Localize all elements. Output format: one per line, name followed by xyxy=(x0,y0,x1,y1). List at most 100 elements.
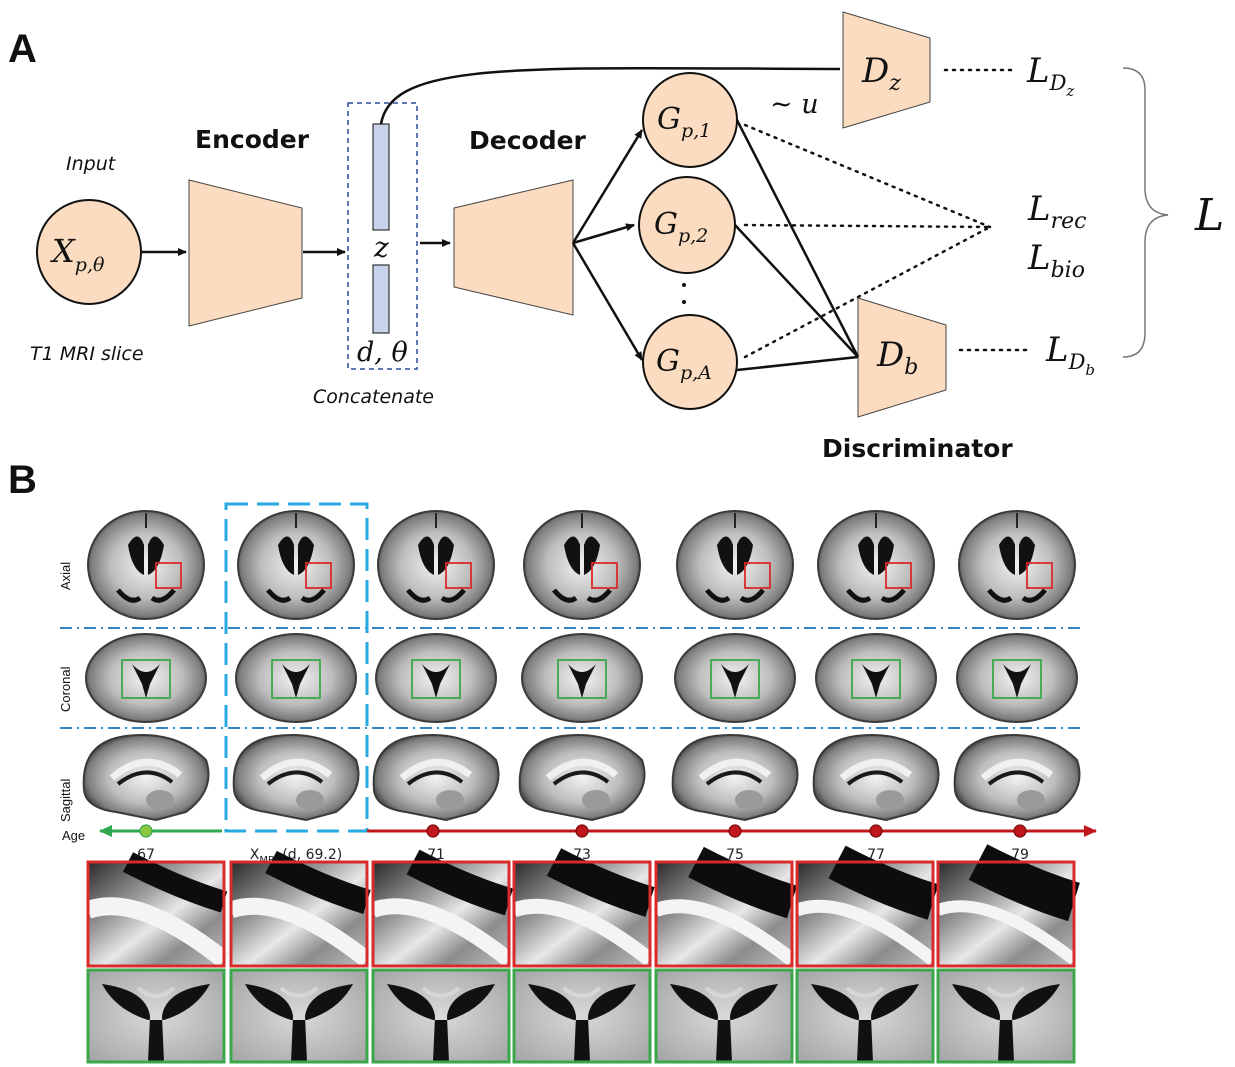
loss-db-label: LDb xyxy=(1045,330,1095,379)
sagittal-slice-2 xyxy=(232,734,360,822)
axial-zoom-2 xyxy=(228,850,373,968)
axial-roi-box-2 xyxy=(305,562,332,589)
svg-text:Gp,2: Gp,2 xyxy=(654,207,708,247)
coronal-slice-2 xyxy=(235,633,357,723)
coronal-zoom-6 xyxy=(795,968,935,1064)
condition-bar xyxy=(372,264,390,334)
discriminator-label: Discriminator xyxy=(822,434,1013,463)
age-point-5 xyxy=(869,824,883,838)
axial-roi-box-4 xyxy=(591,562,618,589)
panel-a-label: A xyxy=(8,27,37,71)
age-points xyxy=(139,824,1027,838)
ga-to-db-line xyxy=(736,355,859,372)
panel-b: B Axial Coronal Sagittal Age 67 XMRI (d,… xyxy=(8,458,1097,1064)
age-axis-label: Age xyxy=(62,828,85,843)
tick-label-75: 75 xyxy=(726,847,744,863)
axial-slice-6 xyxy=(817,510,935,620)
coronal-roi-box-7 xyxy=(992,659,1042,699)
panel-b-label: B xyxy=(8,458,37,502)
axial-roi-box-6 xyxy=(885,562,912,589)
coronal-zoom-3 xyxy=(371,968,511,1064)
prior-label: ~ u xyxy=(770,89,819,120)
coronal-slice-4 xyxy=(521,633,643,723)
axial-zoom-6 xyxy=(794,845,939,968)
input-highlight-box xyxy=(224,502,369,833)
coronal-roi-box-1 xyxy=(121,659,171,699)
sagittal-slice-4 xyxy=(518,734,646,822)
decoder-to-ga-arrow xyxy=(571,242,644,361)
coronal-zoom-1 xyxy=(86,968,226,1064)
concatenate-box xyxy=(347,102,418,370)
axial-zoom-1 xyxy=(84,852,230,968)
g1-to-lrec-dotted xyxy=(743,123,992,229)
sagittal-slice-6 xyxy=(812,734,940,822)
decoder-trapezoid xyxy=(453,179,574,316)
coronal-slice-7 xyxy=(956,633,1078,723)
axial-slice-5 xyxy=(676,510,794,620)
axial-slice-1 xyxy=(87,510,205,620)
age-point-3 xyxy=(575,824,589,838)
coronal-zoom-4 xyxy=(512,968,652,1064)
coronal-slice-5 xyxy=(674,633,796,723)
generator-node-1: Gp,1 xyxy=(642,72,738,168)
sagittal-slice-1 xyxy=(82,734,210,822)
concatenate-label: Concatenate xyxy=(313,386,434,408)
axial-slice-2 xyxy=(237,510,355,620)
panel-a: A Input Xp,θ T1 MRI slice Encoder z d, θ… xyxy=(8,11,1224,463)
input-label: Input xyxy=(66,153,117,175)
latent-z-bar xyxy=(372,123,390,231)
coronal-roi-box-4 xyxy=(557,659,607,699)
axial-roi-box-1 xyxy=(155,562,182,589)
loss-rec-label: Lrec xyxy=(1027,189,1086,234)
coronal-roi-box-6 xyxy=(851,659,901,699)
total-loss-label: L xyxy=(1194,190,1224,241)
axial-roi-box-3 xyxy=(445,562,472,589)
dz-trapezoid xyxy=(842,11,931,129)
axial-roi-box-7 xyxy=(1026,562,1053,589)
axial-roi-box-5 xyxy=(744,562,771,589)
encoder-trapezoid xyxy=(188,179,303,327)
decoder-to-g2-arrow xyxy=(572,223,635,245)
axial-zoom-4 xyxy=(511,848,655,968)
latent-to-dz-curve xyxy=(379,66,841,125)
loss-brace xyxy=(1122,67,1169,358)
coronal-zoom-5 xyxy=(654,968,794,1064)
axial-zoom-7 xyxy=(935,844,1080,968)
g2-to-db-line xyxy=(734,224,859,358)
axial-slice-3 xyxy=(377,510,495,620)
row-label-sagittal: Sagittal xyxy=(58,779,73,822)
dz-label: Dz xyxy=(861,51,901,96)
db-label: Db xyxy=(876,335,918,380)
axial-slice-4 xyxy=(523,510,641,620)
loss-bio-label: Lbio xyxy=(1027,238,1085,283)
g2-to-lrec-dotted xyxy=(743,223,992,229)
latent-z-label: z xyxy=(373,231,389,264)
condition-label: d, θ xyxy=(357,337,408,368)
coronal-slice-1 xyxy=(85,633,207,723)
g1-to-db-line xyxy=(735,119,860,358)
sagittal-slice-5 xyxy=(671,734,799,822)
generator-node-a: Gp,A xyxy=(642,314,738,410)
age-point-4 xyxy=(728,824,742,838)
axial-slice-7 xyxy=(958,510,1076,620)
zoom-grid xyxy=(84,844,1080,1064)
sagittal-slice-7 xyxy=(953,734,1081,822)
input-caption: T1 MRI slice xyxy=(30,343,144,365)
axial-zoom-3 xyxy=(370,849,514,968)
coronal-zoom-7 xyxy=(936,968,1076,1064)
age-point-2 xyxy=(426,824,440,838)
coronal-roi-box-2 xyxy=(271,659,321,699)
input-node-label: Xp,θ xyxy=(49,232,105,276)
ga-to-lrec-dotted xyxy=(743,225,992,359)
coronal-zoom-2 xyxy=(229,968,369,1064)
coronal-roi-box-3 xyxy=(411,659,461,699)
row-label-axial: Axial xyxy=(58,562,73,590)
slice-grid xyxy=(82,510,1081,822)
coronal-slice-6 xyxy=(815,633,937,723)
encoder-label: Encoder xyxy=(195,125,310,154)
generator-node-2: Gp,2 xyxy=(638,176,736,274)
svg-text:Gp,A: Gp,A xyxy=(656,344,712,384)
age-point-1 xyxy=(139,824,153,838)
db-trapezoid xyxy=(857,297,947,418)
